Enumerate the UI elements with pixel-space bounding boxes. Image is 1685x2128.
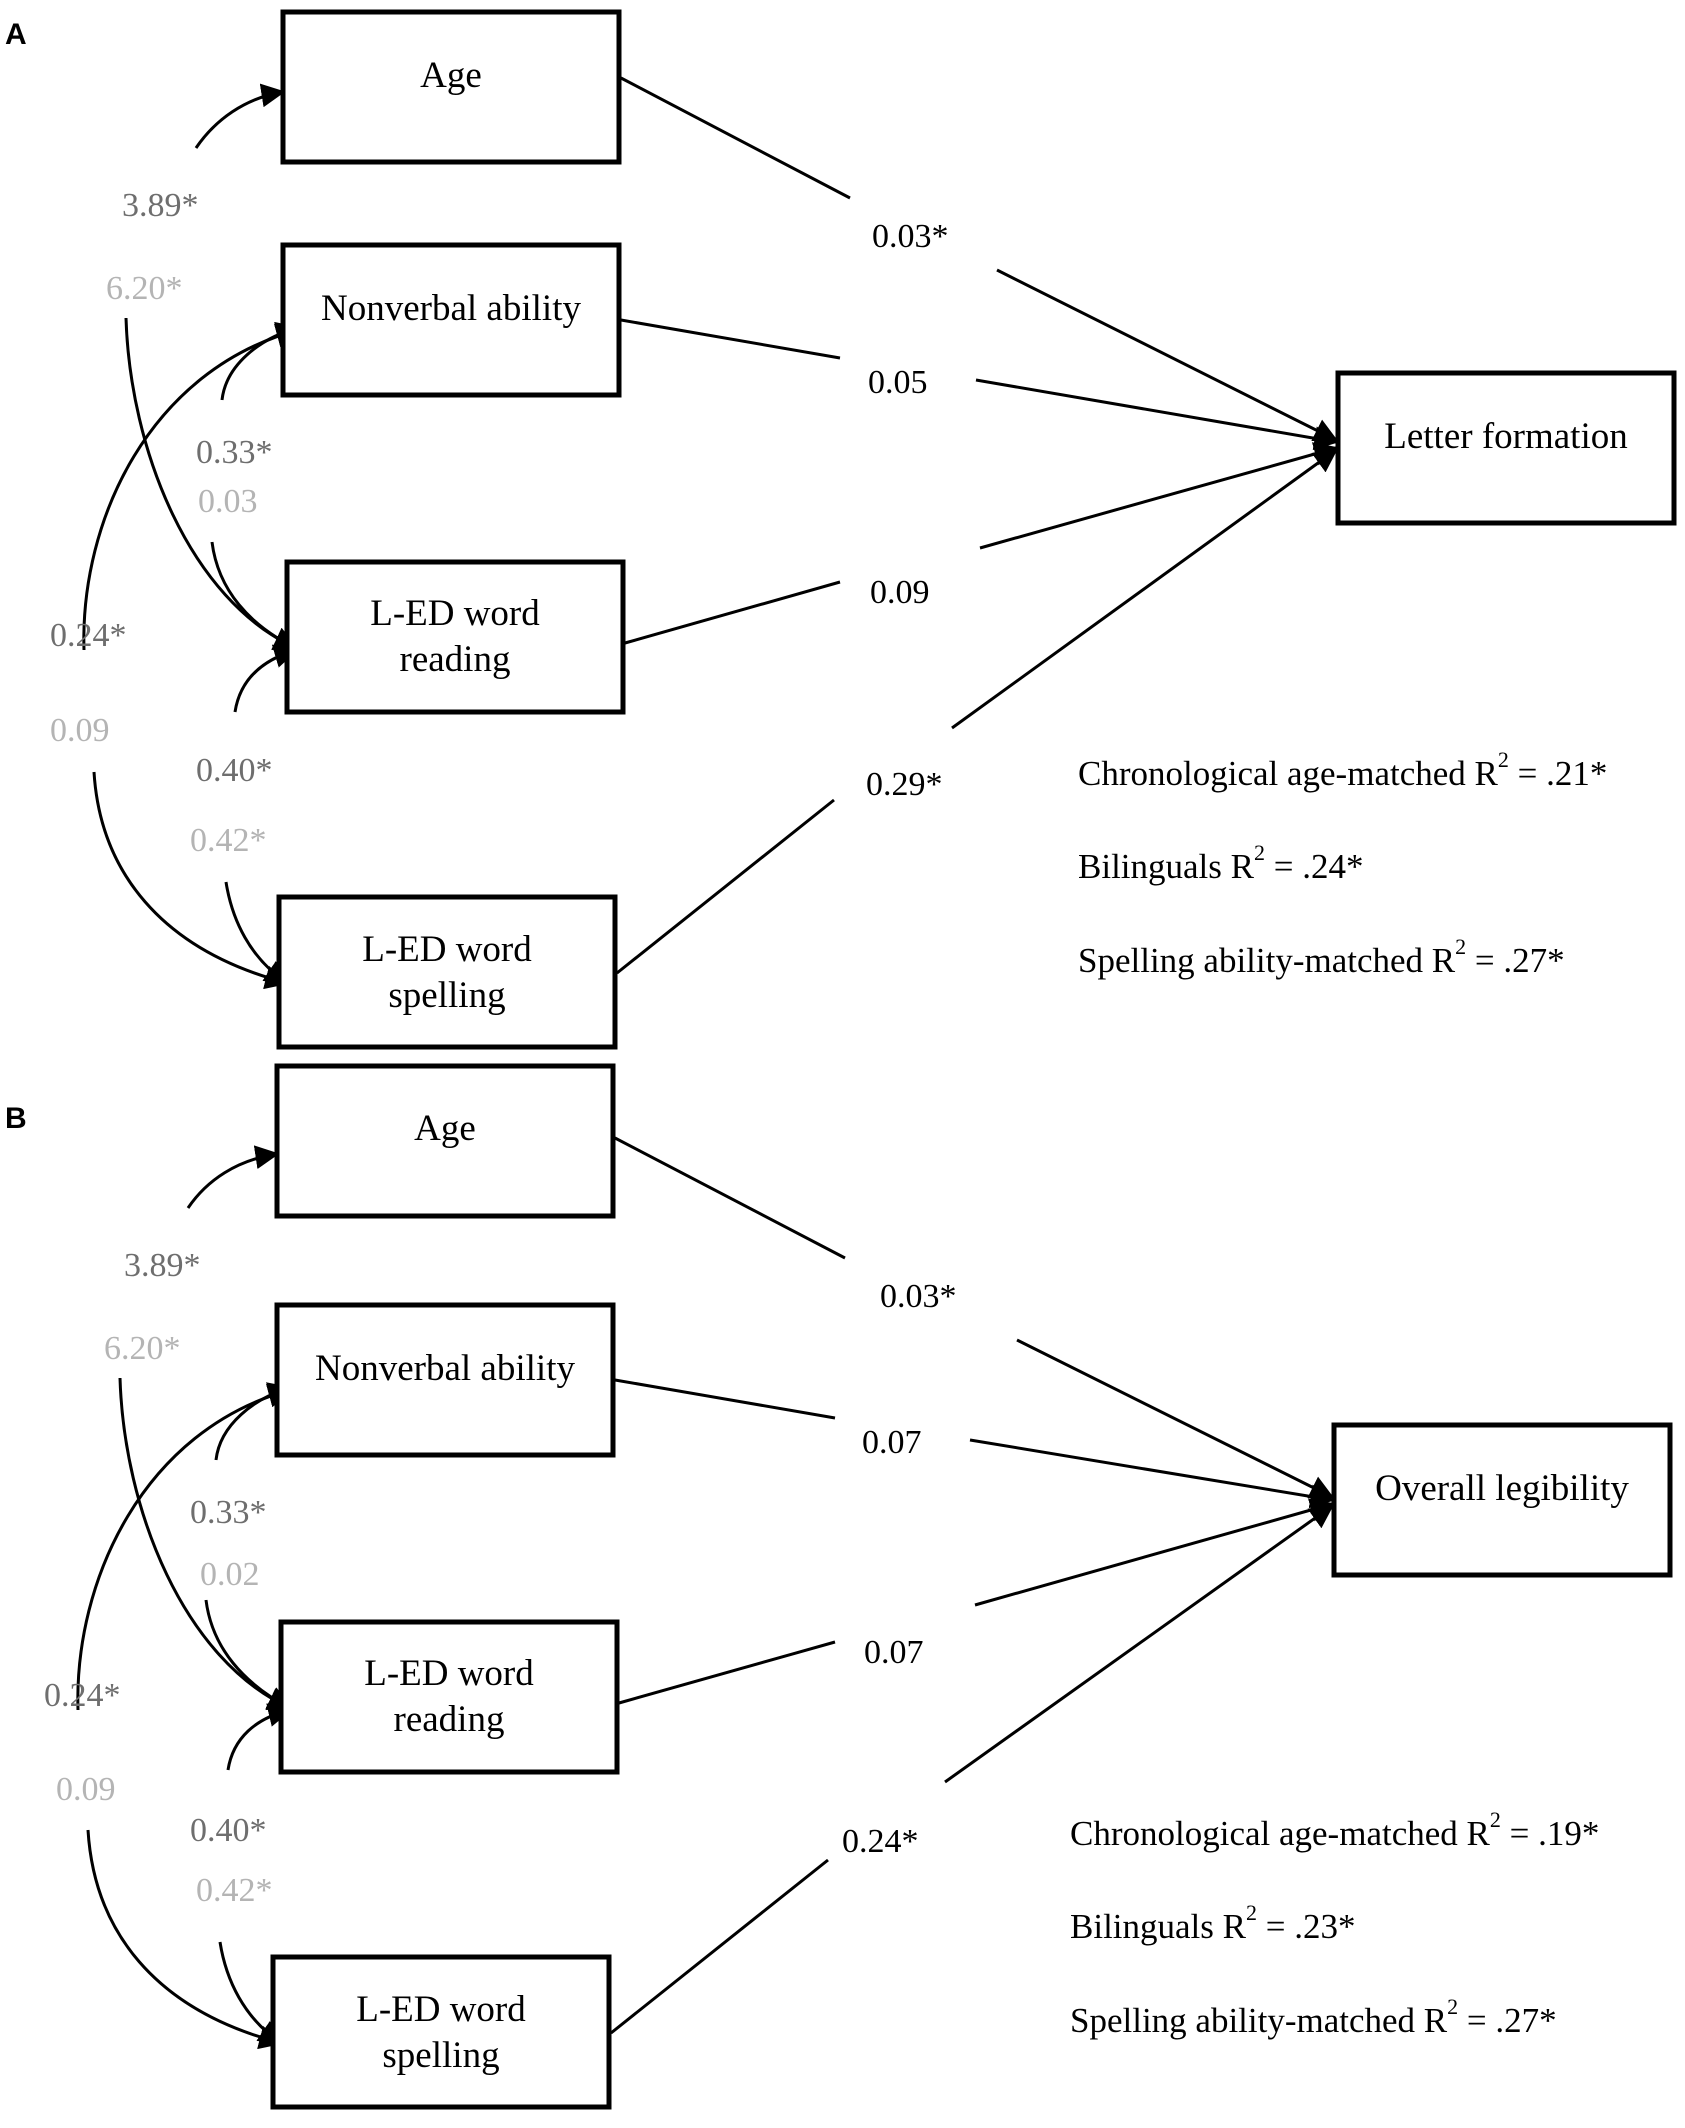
panel-a-r2-bilinguals: Bilinguals R2 = .24* — [1078, 840, 1364, 886]
panel-b-path-age-seg1 — [614, 1136, 846, 1260]
panel-a-coef-nonverbal: 0.05 — [868, 364, 928, 401]
panel-b-path-spelling-seg1 — [610, 1858, 829, 2035]
panel-b-cov-age-reading: 6.20* — [104, 1330, 181, 1367]
panel-a-r2-chronological: Chronological age-matched R2 = .21* — [1078, 747, 1607, 793]
panel-b-node-spelling-label-2: spelling — [382, 2035, 499, 2076]
panel-a-path-reading-seg1 — [624, 580, 841, 645]
panel-a-covariance-curves — [82, 83, 301, 990]
panel-a-node-age — [280, 9, 622, 165]
panel-b-cov-curve-spelling-long — [86, 1829, 284, 2050]
panel-b-cov-nonverbal-reading-dark: 0.33* — [190, 1494, 267, 1531]
panel-a-letter: A — [5, 18, 27, 51]
panel-b-path-age-seg2 — [1016, 1338, 1335, 1499]
panel-b-node-spelling — [270, 1954, 612, 2110]
panel-b-cov-reading-spelling-dark: 0.40* — [190, 1812, 267, 1849]
panel-b-r2-spelling-matched: Spelling ability-matched R2 = .27* — [1070, 1994, 1557, 2040]
panel-a-r2-spelling-matched: Spelling ability-matched R2 = .27* — [1078, 934, 1565, 980]
panel-b-node-nonverbal — [274, 1302, 616, 1458]
panel-b-path-spelling-seg2 — [944, 1504, 1334, 1784]
panel-a-coef-reading: 0.09 — [870, 574, 930, 611]
panel-a-path-spelling-seg1 — [616, 798, 835, 975]
panel-a-node-age-label: Age — [420, 55, 482, 96]
panel-a-path-reading-seg2 — [979, 442, 1339, 550]
panel-b-letter: B — [5, 1102, 27, 1135]
panel-b-cov-reading-spelling-light: 0.42* — [196, 1872, 273, 1909]
panel-a-path-spelling-seg2 — [951, 448, 1338, 730]
panel-b-r2-chronological: Chronological age-matched R2 = .19* — [1070, 1807, 1599, 1853]
panel-b-cov-nonverbal-spelling-dark: 0.24* — [44, 1677, 121, 1714]
panel-b-path-reading-seg2 — [974, 1498, 1335, 1607]
panel-a-node-nonverbal-label: Nonverbal ability — [321, 288, 581, 329]
panel-a-node-outcome — [1335, 370, 1677, 526]
panel-b-node-age-label: Age — [414, 1108, 476, 1149]
panel-b-coef-reading: 0.07 — [864, 1634, 924, 1671]
panel-a-cov-reading-spelling-dark: 0.40* — [196, 752, 273, 789]
panel-a-node-spelling-label-1: L-ED word — [362, 929, 532, 970]
panel-a-cov-nonverbal-spelling-light: 0.09 — [50, 712, 110, 749]
panel-b-cov-age-nonverbal: 3.89* — [124, 1247, 201, 1284]
panel-b-cov-nonverbal-spelling-light: 0.09 — [56, 1771, 116, 1808]
panel-a-path-age-seg1 — [620, 76, 851, 200]
panel-b-r2-bilinguals: Bilinguals R2 = .23* — [1070, 1900, 1356, 1946]
panel-a-path-nonverbal-seg1 — [620, 318, 841, 360]
panel-b-cov-curve-nonverbal-top — [76, 1384, 293, 1711]
panel-b-path-reading-seg1 — [618, 1640, 836, 1705]
panel-b-node-outcome-label: Overall legibility — [1375, 1468, 1629, 1509]
panel-b-cov-curve-reading-long — [118, 1377, 293, 1710]
panel-b-node-reading — [278, 1619, 620, 1775]
panel-a-coef-spelling: 0.29* — [866, 766, 943, 803]
panel-a-cov-curve-spelling-long — [92, 771, 290, 990]
panel-b-cov-curve-reading-short — [204, 1599, 293, 1710]
panel-b-regression-paths — [610, 1136, 1335, 2035]
panel-a-cov-curve-spelling-short — [224, 881, 289, 985]
panel-b-coef-nonverbal: 0.07 — [862, 1424, 922, 1461]
panel-a-node-spelling-label-2: spelling — [388, 975, 505, 1016]
panel-a-cov-age-nonverbal: 3.89* — [122, 187, 199, 224]
panel-a-path-nonverbal-seg2 — [975, 378, 1339, 451]
panel-b-node-reading-label-2: reading — [394, 1699, 505, 1740]
panel-b-coef-spelling: 0.24* — [842, 1823, 919, 1860]
panel-a-cov-age-reading: 6.20* — [106, 270, 183, 307]
panel-a-cov-nonverbal-reading-light: 0.03 — [198, 483, 258, 520]
panel-a: A Age Nonverbal ability L-ED word readin… — [5, 9, 1677, 1050]
panel-b-cov-curve-age-nonverbal — [186, 1145, 280, 1209]
panel-b-coef-age: 0.03* — [880, 1278, 957, 1315]
panel-a-regression-paths — [616, 76, 1339, 975]
panel-a-cov-curve-nonverbal-top — [82, 324, 301, 651]
panel-a-node-reading — [284, 559, 626, 715]
panel-b-node-spelling-label-1: L-ED word — [356, 1989, 526, 2030]
panel-b: B Age Nonverbal ability L-ED word readin… — [5, 1063, 1673, 2110]
panel-a-node-reading-label-1: L-ED word — [370, 593, 540, 634]
panel-b-path-nonverbal-seg1 — [614, 1378, 836, 1420]
panel-a-path-age-seg2 — [996, 268, 1339, 442]
panel-a-node-nonverbal — [280, 242, 622, 398]
panel-a-node-spelling — [276, 894, 618, 1050]
panel-a-node-outcome-label: Letter formation — [1384, 416, 1627, 457]
panel-b-node-nonverbal-label: Nonverbal ability — [315, 1348, 575, 1389]
panel-a-cov-reading-spelling-light: 0.42* — [190, 822, 267, 859]
panel-b-node-age — [274, 1063, 616, 1219]
panel-b-node-outcome — [1331, 1422, 1673, 1578]
panel-a-coef-age: 0.03* — [872, 218, 949, 255]
panel-a-cov-curve-reading-short — [210, 541, 299, 650]
panel-b-cov-nonverbal-reading-light: 0.02 — [200, 1556, 260, 1593]
panel-a-cov-nonverbal-spelling-dark: 0.24* — [50, 617, 127, 654]
panel-b-cov-curve-spelling-short — [218, 1941, 283, 2045]
panel-b-covariance-curves — [76, 1145, 293, 2050]
panel-a-cov-nonverbal-reading-dark: 0.33* — [196, 434, 273, 471]
panel-a-node-reading-label-2: reading — [400, 639, 511, 680]
panel-b-node-reading-label-1: L-ED word — [364, 1653, 534, 1694]
panel-a-cov-curve-age-nonverbal — [194, 83, 286, 149]
panel-b-path-nonverbal-seg2 — [969, 1438, 1335, 1509]
